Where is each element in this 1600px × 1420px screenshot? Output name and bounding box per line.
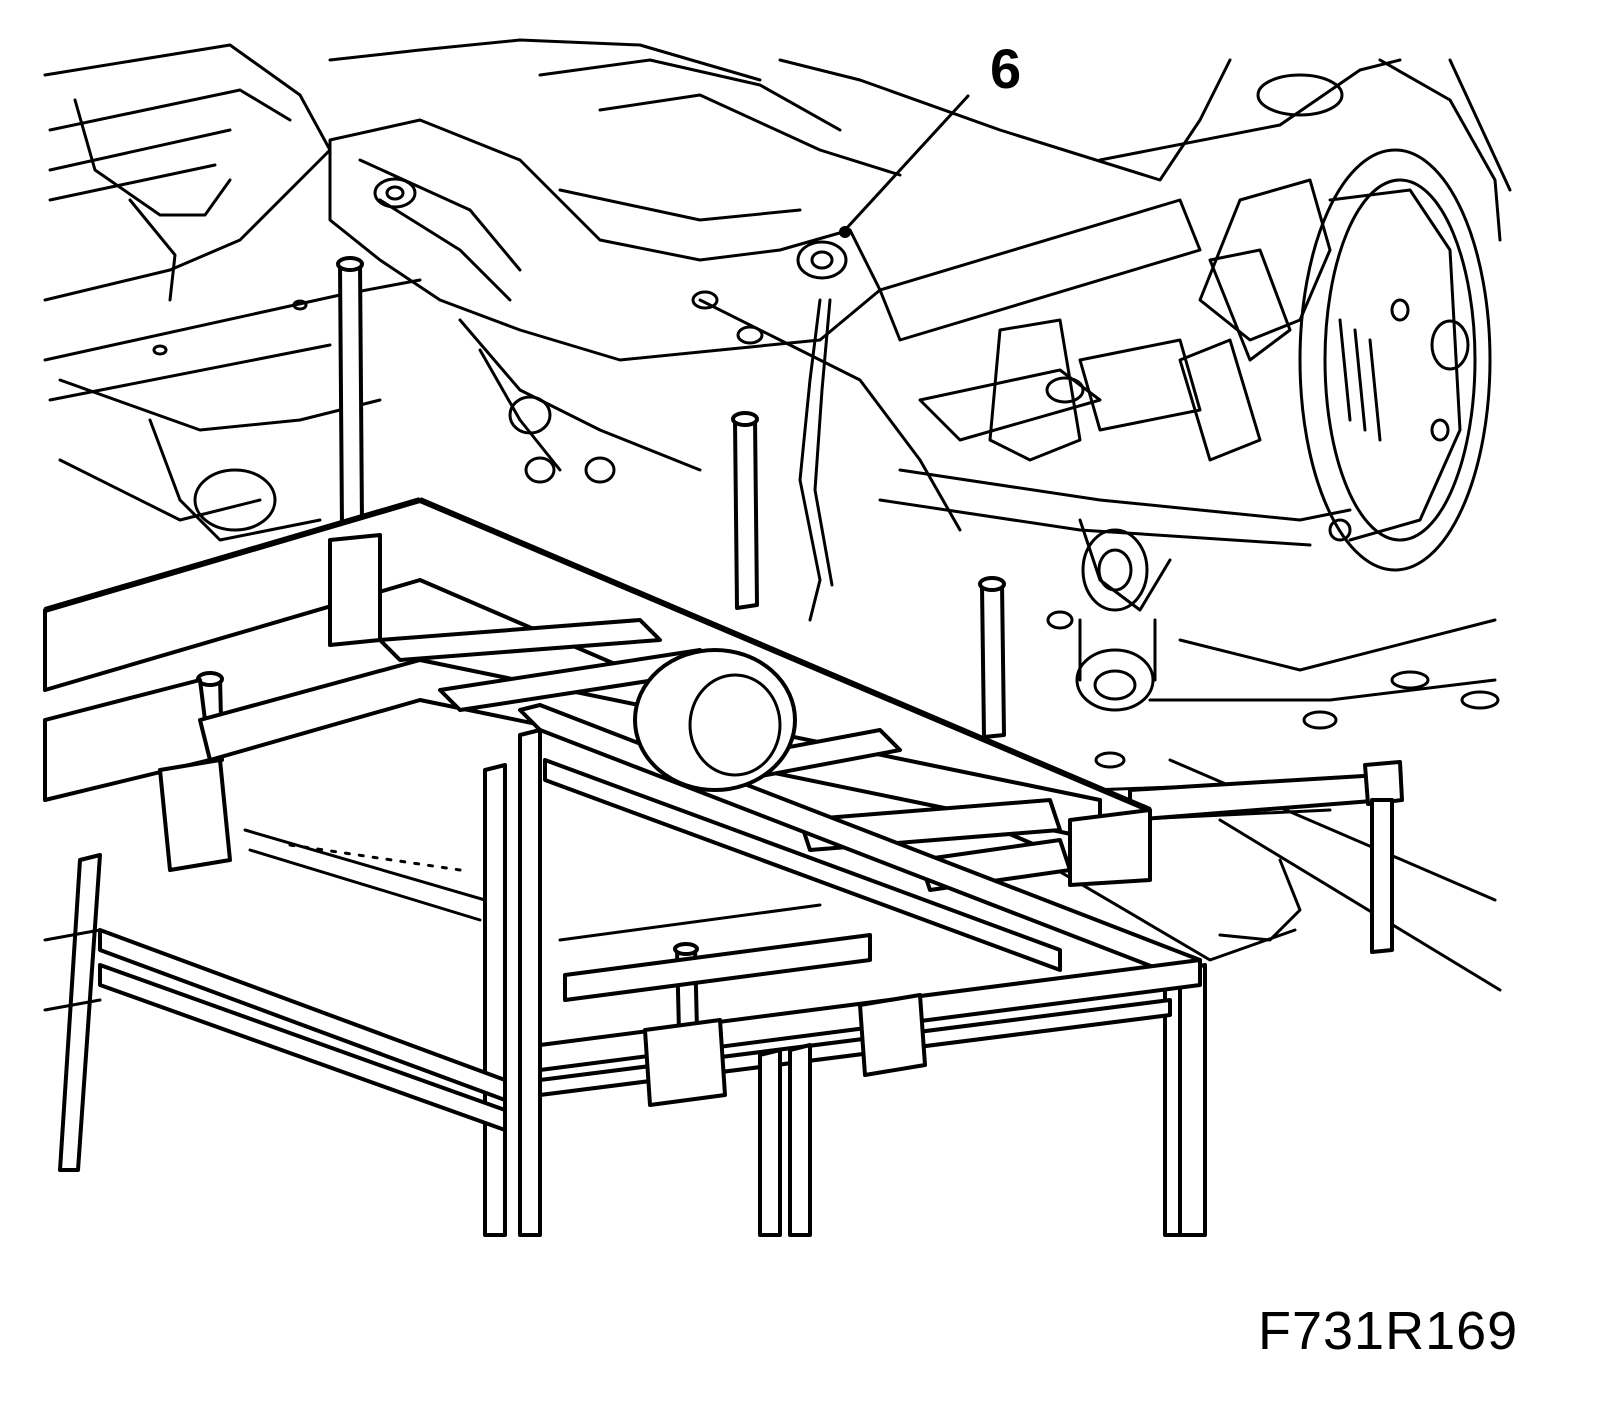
floor-lines — [43, 928, 102, 1012]
socket-wrench — [1128, 760, 1404, 954]
brake-disc-assembly — [1198, 148, 1492, 572]
figure-reference-code: F731R169 — [1258, 1301, 1519, 1361]
callout-leader-line — [843, 94, 970, 232]
rear-subframe — [58, 118, 962, 622]
callout-leader-dot — [839, 226, 851, 238]
drive-shaft — [878, 198, 1352, 712]
lifting-fixture-frame — [43, 497, 1207, 1237]
callout-number-6: 6 — [990, 37, 1022, 100]
